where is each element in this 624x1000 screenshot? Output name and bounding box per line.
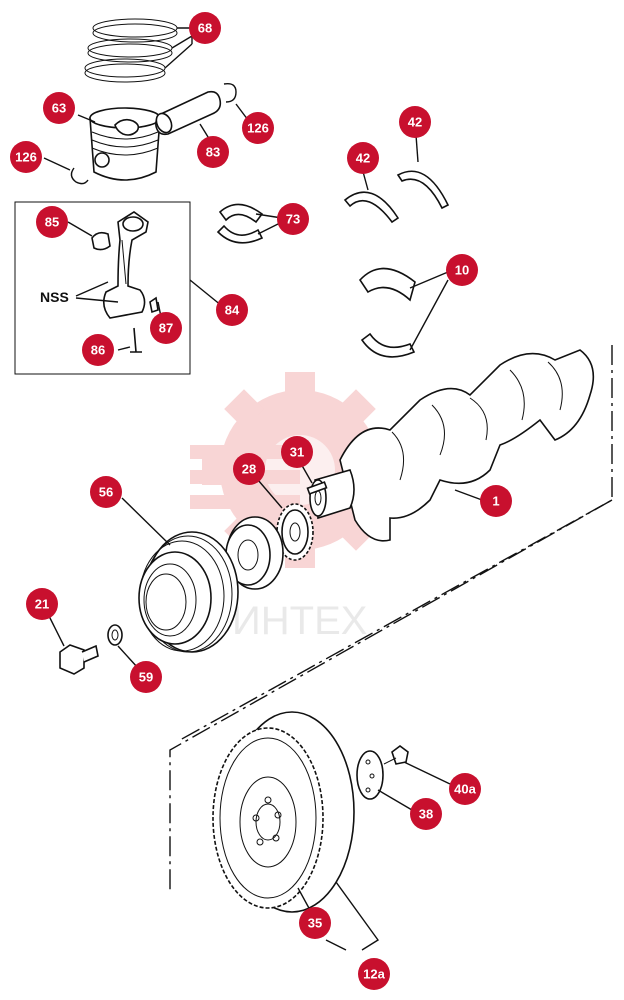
callout-68: 68 <box>189 12 221 44</box>
watermark-text: ИНТЕХ <box>232 599 367 643</box>
callout-86: 86 <box>82 334 114 366</box>
piston <box>89 107 161 181</box>
main-bearings <box>358 267 416 358</box>
svg-text:40a: 40a <box>454 782 476 797</box>
callout-73: 73 <box>277 203 309 235</box>
axis-line <box>179 345 613 741</box>
conrod-bearings <box>216 203 264 244</box>
callout-87: 87 <box>150 312 182 344</box>
callout-56: 56 <box>90 476 122 508</box>
flywheel-bolt <box>383 745 409 765</box>
svg-text:83: 83 <box>206 145 220 160</box>
callout-42-left: 42 <box>347 142 379 174</box>
svg-text:42: 42 <box>356 151 370 166</box>
flywheel-plate <box>356 750 384 800</box>
callout-31: 31 <box>281 436 313 468</box>
svg-text:1: 1 <box>492 494 499 509</box>
callout-63: 63 <box>43 92 75 124</box>
oil-slinger <box>225 516 284 590</box>
svg-text:73: 73 <box>286 212 300 227</box>
piston-rings <box>84 18 193 83</box>
svg-text:85: 85 <box>45 215 59 230</box>
svg-text:31: 31 <box>290 445 304 460</box>
pulley-washer <box>107 624 123 646</box>
callout-38: 38 <box>410 798 442 830</box>
svg-text:84: 84 <box>225 303 240 318</box>
callout-28: 28 <box>233 453 265 485</box>
snap-ring-right <box>223 82 237 103</box>
timing-gear <box>276 503 314 561</box>
svg-text:12a: 12a <box>363 967 385 982</box>
axis-line <box>169 499 613 890</box>
svg-text:86: 86 <box>91 343 105 358</box>
watermark-stripe <box>190 445 300 459</box>
svg-text:56: 56 <box>99 485 113 500</box>
crank-pulley <box>138 531 239 653</box>
callout-12a: 12a <box>358 958 390 990</box>
svg-text:35: 35 <box>308 916 322 931</box>
callout-126-right: 126 <box>242 112 274 144</box>
piston-pin <box>155 90 222 136</box>
crankshaft <box>309 349 595 542</box>
callout-59: 59 <box>130 661 162 693</box>
svg-text:126: 126 <box>15 150 37 165</box>
callout-126-left: 126 <box>10 141 42 173</box>
svg-text:63: 63 <box>52 101 66 116</box>
svg-text:28: 28 <box>242 462 256 477</box>
svg-text:59: 59 <box>139 670 153 685</box>
callout-85: 85 <box>36 206 68 238</box>
callout-40a: 40a <box>449 773 481 805</box>
callout-42-top: 42 <box>399 106 431 138</box>
svg-text:21: 21 <box>35 597 49 612</box>
svg-text:38: 38 <box>419 807 433 822</box>
svg-text:126: 126 <box>247 121 269 136</box>
snap-ring-left <box>70 167 89 185</box>
svg-text:10: 10 <box>455 263 469 278</box>
nss-label: NSS <box>40 289 69 305</box>
flywheel <box>212 711 355 913</box>
callout-10: 10 <box>446 254 478 286</box>
callout-1: 1 <box>480 485 512 517</box>
callout-84: 84 <box>216 294 248 326</box>
thrust-washers <box>343 170 450 224</box>
svg-text:68: 68 <box>198 21 212 36</box>
connecting-rod <box>91 211 159 353</box>
crank-key <box>306 481 328 495</box>
svg-text:42: 42 <box>408 115 422 130</box>
callout-35: 35 <box>299 907 331 939</box>
connecting-rod-box <box>14 201 191 375</box>
callout-83: 83 <box>197 136 229 168</box>
pulley-bolt <box>59 644 99 675</box>
svg-text:87: 87 <box>159 321 173 336</box>
callout-21: 21 <box>26 588 58 620</box>
watermark-stripe <box>190 495 300 509</box>
